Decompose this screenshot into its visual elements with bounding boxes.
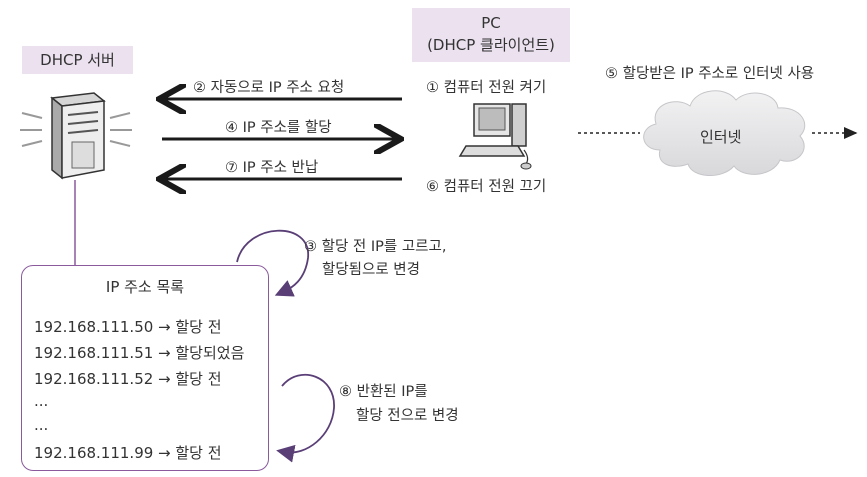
step-7: ⑦ IP 주소 반납 [225, 160, 319, 176]
dhcp-server-label-text: DHCP 서버 [40, 51, 115, 69]
step-5: ⑤ 할당받은 IP 주소로 인터넷 사용 [605, 66, 815, 82]
ip-list-row: ... [34, 416, 49, 434]
ip-address-list: IP 주소 목록 192.168.111.50 → 할당 전 192.168.1… [21, 265, 269, 471]
step-2: ② 자동으로 IP 주소 요청 [193, 80, 345, 96]
ip-list-row: 192.168.111.52 → 할당 전 [34, 370, 222, 388]
ip-list-row: ... [34, 392, 49, 410]
step-4: ④ IP 주소를 할당 [225, 120, 332, 136]
internet-label: 인터넷 [700, 128, 742, 146]
pc-subtitle: (DHCP 클라이언트) [427, 36, 555, 54]
loop-arrow-return [276, 374, 335, 463]
ip-list-row: 192.168.111.50 → 할당 전 [34, 318, 222, 336]
pc-title: PC [481, 14, 501, 32]
ip-list-title: IP 주소 목록 [105, 278, 185, 296]
step-6: ⑥ 컴퓨터 전원 끄기 [426, 179, 547, 195]
server-glow-lines [20, 112, 132, 147]
loop-arrow-select [236, 229, 309, 297]
internet-cloud [643, 90, 806, 176]
pc-label: PC (DHCP 클라이언트) [412, 8, 570, 62]
step-8-line1: ⑧ 반환된 IP를 [339, 384, 428, 400]
step-3-line2: 할당됨으로 변경 [322, 262, 420, 278]
ip-list-row: 192.168.111.99 → 할당 전 [34, 444, 222, 462]
step-8-line2: 할당 전으로 변경 [356, 408, 459, 424]
step-3-line1: ③ 할당 전 IP를 고르고, [304, 239, 447, 255]
server-icon [50, 92, 106, 180]
step-1: ① 컴퓨터 전원 켜기 [426, 80, 547, 96]
ip-list-row: 192.168.111.51 → 할당되었음 [34, 344, 245, 362]
computer-icon [458, 103, 532, 170]
dhcp-server-label: DHCP 서버 [22, 46, 133, 74]
